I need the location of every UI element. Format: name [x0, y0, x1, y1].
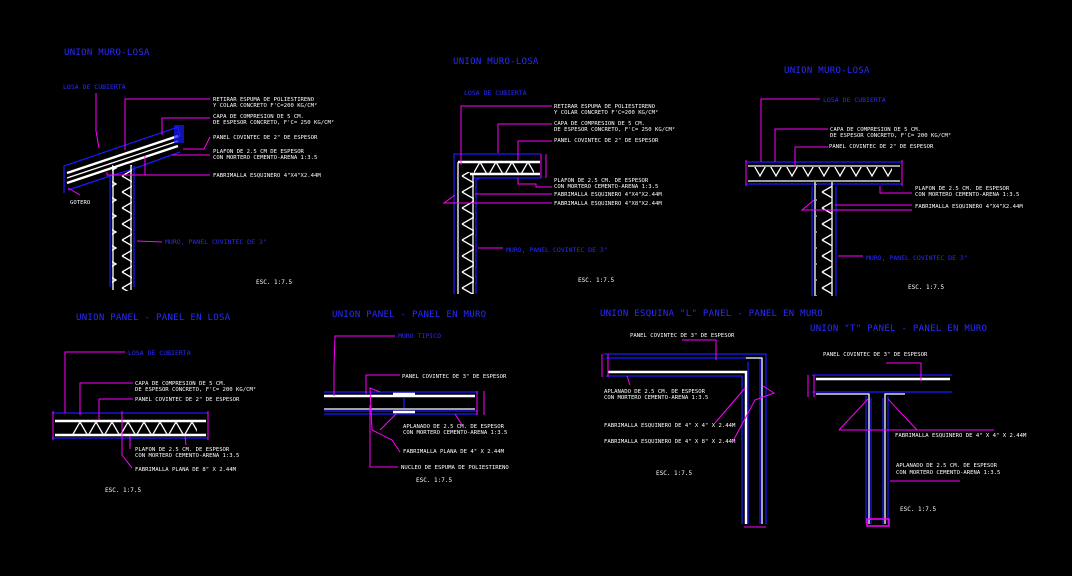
label-aplanado-2: CON MORTERO CEMENTO-ARENA 1:3.5	[896, 470, 1000, 476]
wall-truss	[112, 165, 132, 291]
label-fabrimalla-1: FABRIMALLA ESQUINERO DE 4" X 4" X 2.44M	[604, 423, 736, 429]
label-aplanado-2: CON MORTERO CEMENTO-ARENA 1:3.5	[403, 430, 507, 436]
scale-label: ESC. 1:7.5	[900, 506, 937, 513]
label-plafon-1: PLAFON DE 2.5 CM. DE ESPESOR	[135, 447, 230, 453]
label-plafon-2: CON MORTERO CEMENTO-ARENA 1:3.5	[135, 453, 239, 459]
label-panel: PANEL COVINTEC DE 3" DE ESPESOR	[823, 352, 928, 358]
label-capa-1: CAPA DE COMPRESION DE 5 CM.	[213, 114, 304, 120]
detail-title: UNION PANEL - PANEL EN MURO	[332, 310, 486, 320]
scale-label: ESC. 1:7.5	[908, 284, 945, 291]
label-nucleo: NUCLEO DE ESPUMA DE POLIESTIRENO	[401, 465, 509, 471]
label-capa-2: DE ESPESOR CONCRETO, F'C= 200 KG/CM²	[830, 132, 951, 139]
label-fabrimalla: FABRIMALLA ESQUINERO 4"X4"X2.44M	[213, 173, 321, 179]
detail-union-panel-panel-losa: UNION PANEL - PANEL EN LOSA LOSA DE CUBI…	[52, 313, 256, 494]
label-plafon-2: CON MORTERO CEMENTO-ARENA 1:3.5	[554, 184, 658, 190]
detail-title: UNION "T" PANEL - PANEL EN MURO	[810, 324, 987, 334]
label-plafon-2: CON MORTERO CEMENTO-ARENA 1:3.5	[915, 192, 1019, 198]
label-panel: PANEL COVINTEC DE 3" DE ESPESOR	[630, 333, 735, 339]
wall-truss	[816, 184, 832, 296]
detail-union-t: UNION "T" PANEL - PANEL EN MURO PANEL CO…	[807, 324, 1027, 527]
label-panel: PANEL COVINTEC DE 2" DE ESPESOR	[829, 144, 934, 150]
detail-title: UNION MURO-LOSA	[453, 57, 539, 67]
label-fabrimalla-2: FABRIMALLA ESQUINERO 4"X8"X2.44M	[554, 201, 662, 207]
label-retirar-1: RETIRAR ESPUMA DE POLIESTIRENO	[554, 104, 656, 110]
label-panel: PANEL COVINTEC DE 2" DE ESPESOR	[213, 135, 318, 141]
label-aplanado-2: CON MORTERO CEMENTO-ARENA 1:3.5	[604, 395, 708, 401]
label-fabrimalla: FABRIMALLA ESQUINERO DE 4" X 4" X 2.44M	[895, 433, 1027, 439]
label-losa-cubierta: LOSA DE CUBIERTA	[464, 89, 527, 97]
detail-union-panel-panel-muro: UNION PANEL - PANEL EN MURO MURO TIPICO …	[324, 310, 509, 484]
detail-union-esquina-l: UNION ESQUINA "L" PANEL - PANEL EN MURO …	[600, 309, 823, 528]
wall-truss	[459, 172, 474, 294]
scale-label: ESC. 1:7.5	[256, 279, 293, 286]
detail-title: UNION PANEL - PANEL EN LOSA	[76, 313, 231, 323]
label-muro: MURO, PANEL COVINTEC DE 3"	[506, 246, 608, 254]
label-losa-cubierta: LOSA DE CUBIERTA	[823, 96, 886, 104]
label-aplanado-1: APLANADO DE 2.5 CM. DE ESPESOR	[403, 424, 505, 430]
label-fabrimalla-2: FABRIMALLA ESQUINERO DE 4" X 8" X 2.44M	[604, 439, 736, 445]
label-capa-2: DE ESPESOR CONCRETO, F'C= 250 KG/CM²	[554, 126, 675, 133]
label-fabrimalla: FABRIMALLA PLANA DE 4" X 2.44M	[403, 449, 505, 455]
label-panel: PANEL COVINTEC DE 2" DE ESPESOR	[554, 138, 659, 144]
detail-title: UNION MURO-LOSA	[64, 48, 150, 58]
label-plafon-1: PLAFON DE 2.5 CM. DE ESPESOR	[915, 186, 1010, 192]
label-capa-1: CAPA DE COMPRESION DE 5 CM.	[135, 381, 226, 387]
label-losa-cubierta: LOSA DE CUBIERTA	[63, 83, 126, 91]
label-aplanado-1: APLANADO DE 2.5 CM. DE ESPESOR	[604, 389, 706, 395]
label-aplanado-1: APLANADO DE 2.5 CM. DE ESPESOR	[896, 463, 998, 469]
label-capa-2: DE ESPESOR CONCRETO, F'C= 200 KG/CM²	[135, 386, 256, 393]
label-gotero: GOTERO	[70, 200, 91, 206]
label-panel: PANEL COVINTEC DE 3" DE ESPESOR	[402, 374, 507, 380]
label-retirar-2: Y COLAR CONCRETO F'C=200 KG/CM²	[213, 102, 317, 109]
label-muro: MURO, PANEL COVINTEC DE 3"	[866, 254, 968, 262]
label-capa-2: DE ESPESOR CONCRETO, F'C= 250 KG/CM²	[213, 119, 334, 126]
label-plafon-2: CON MORTERO CEMENTO-ARENA 1:3.5	[213, 155, 317, 161]
label-plafon-1: PLAFON DE 2.5 CM DE ESPESOR	[213, 149, 305, 155]
label-fabrimalla: FABRIMALLA PLANA DE 8" X 2.44M	[135, 467, 237, 473]
detail-union-muro-losa-3: UNION MURO-LOSA LOSA DE CUBIERTA CAPA DE…	[745, 66, 1023, 296]
scale-label: ESC. 1:7.5	[416, 477, 453, 484]
label-muro-tipico: MURO TIPICO	[398, 332, 441, 340]
label-capa-1: CAPA DE COMPRESION DE 5 CM.	[830, 127, 921, 133]
detail-union-muro-losa-1: UNION MURO-LOSA LOSA DE CUBIERTA RETIRAR…	[63, 48, 334, 291]
label-losa-cubierta: LOSA DE CUBIERTA	[128, 349, 191, 357]
scale-label: ESC. 1:7.5	[105, 487, 142, 494]
label-panel: PANEL COVINTEC DE 2" DE ESPESOR	[135, 397, 240, 403]
label-capa-1: CAPA DE COMPRESION DE 5 CM.	[554, 121, 645, 127]
detail-title: UNION ESQUINA "L" PANEL - PANEL EN MURO	[600, 309, 823, 319]
label-retirar-2: Y COLAR CONCRETO F'C=200 KG/CM²	[554, 109, 658, 116]
label-plafon-1: PLAFON DE 2.5 CM. DE ESPESOR	[554, 178, 649, 184]
label-fabrimalla: FABRIMALLA ESQUINERO 4"X4"X2.44M	[915, 204, 1023, 210]
label-muro: MURO, PANEL COVINTEC DE 3"	[165, 238, 267, 246]
scale-label: ESC. 1:7.5	[656, 470, 693, 477]
detail-union-muro-losa-2: UNION MURO-LOSA LOSA DE CUBIERTA RETIRAR…	[442, 57, 675, 294]
label-fabrimalla-1: FABRIMALLA ESQUINERO 4"X4"X2.44M	[554, 192, 662, 198]
detail-title: UNION MURO-LOSA	[784, 66, 870, 76]
label-retirar-1: RETIRAR ESPUMA DE POLIESTIRENO	[213, 97, 315, 103]
scale-label: ESC. 1:7.5	[578, 277, 615, 284]
